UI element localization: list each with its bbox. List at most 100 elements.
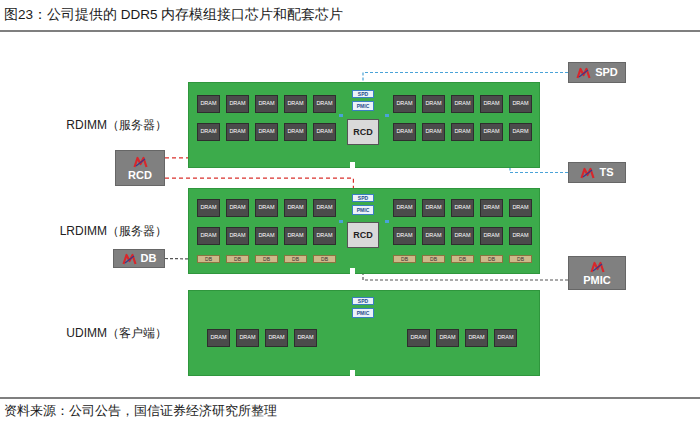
- rule-line: [0, 397, 700, 399]
- db-chip: DB: [422, 255, 445, 263]
- dram-chip: DRAM: [207, 329, 230, 347]
- dram-chip: DRAM: [393, 227, 416, 245]
- chip-label: DRAM: [512, 233, 528, 239]
- dram-chip: DRAM: [480, 199, 503, 217]
- chip-label: DRAM: [287, 205, 303, 211]
- chip-label: DRAM: [454, 205, 470, 211]
- callout-box: PMIC: [568, 256, 626, 290]
- spd-chip: SPD: [352, 90, 374, 98]
- chip-label: DRAM: [200, 205, 216, 211]
- ts-sensor: [385, 220, 389, 223]
- chip-label: DRAM: [210, 335, 226, 341]
- chip-label: DRAM: [497, 335, 513, 341]
- brand-logo: [590, 261, 605, 273]
- chip-label: DRAM: [483, 129, 499, 135]
- logo-stroke: [579, 70, 588, 77]
- dram-chip: DRAM: [451, 123, 474, 141]
- chip-label: SPD: [358, 196, 368, 201]
- dram-chip: DRAM: [255, 95, 278, 113]
- dram-chip: DARM: [509, 123, 532, 141]
- dram-chip: DRAM: [509, 95, 532, 113]
- chip-label: DRAM: [454, 129, 470, 135]
- chip-label: DRAM: [439, 335, 455, 341]
- dram-chip: DRAM: [393, 123, 416, 141]
- chip-label: DRAM: [396, 101, 412, 107]
- pmic-chip: PMIC: [352, 205, 374, 215]
- chip-label: DRAM: [229, 101, 245, 107]
- dram-chip: DRAM: [294, 329, 317, 347]
- chip-label: SPD: [358, 92, 368, 97]
- chip-label: SPD: [595, 67, 618, 78]
- ts-sensor: [339, 220, 343, 223]
- chip-label: DRAM: [297, 335, 313, 341]
- chip-label: PMIC: [357, 208, 370, 213]
- chip-label: DB: [401, 257, 408, 262]
- spd-chip: SPD: [352, 194, 374, 202]
- chip-label: DRAM: [396, 129, 412, 135]
- dram-chip: DRAM: [255, 123, 278, 141]
- chip-label: DB: [263, 257, 270, 262]
- dram-chip: DRAM: [226, 227, 249, 245]
- dram-chip: DRAM: [436, 329, 459, 347]
- chip-label: PMIC: [357, 104, 370, 109]
- chip-label: RCD: [128, 170, 152, 181]
- dram-chip: DRAM: [509, 227, 532, 245]
- dram-chip: DRAM: [480, 227, 503, 245]
- logo-stroke: [136, 159, 145, 166]
- dram-chip: DRAM: [226, 123, 249, 141]
- rcd-chip: RCD: [347, 222, 379, 248]
- chip-label: DB: [459, 257, 466, 262]
- dram-chip: DRAM: [313, 199, 336, 217]
- chip-label: SPD: [358, 299, 368, 304]
- chip-label: DB: [141, 253, 157, 264]
- chip-label: DRAM: [316, 205, 332, 211]
- module-label: UDIMM（客户端）: [66, 326, 167, 340]
- dram-chip: DRAM: [480, 95, 503, 113]
- pmic-chip: PMIC: [352, 308, 374, 318]
- logo-mark: [578, 69, 590, 78]
- dram-chip: DRAM: [313, 227, 336, 245]
- dram-chip: DRAM: [313, 123, 336, 141]
- logo-mark: [582, 169, 594, 178]
- dram-chip: DRAM: [422, 123, 445, 141]
- chip-label: DRAM: [287, 129, 303, 135]
- pmic-chip: PMIC: [352, 101, 374, 111]
- db-chip: DB: [197, 255, 220, 263]
- chip-label: DRAM: [396, 233, 412, 239]
- chip-label: DRAM: [454, 101, 470, 107]
- db-chip: DB: [480, 255, 503, 263]
- dram-chip: DRAM: [284, 123, 307, 141]
- chip-label: DRAM: [200, 101, 216, 107]
- chip-label: DRAM: [483, 233, 499, 239]
- chip-label: DRAM: [425, 129, 441, 135]
- chip-label: DRAM: [483, 101, 499, 107]
- db-chip: DB: [284, 255, 307, 263]
- chip-label: DRAM: [454, 233, 470, 239]
- callout-box: TS: [568, 162, 626, 183]
- dram-chip: DRAM: [451, 227, 474, 245]
- module-label: RDIMM（服务器）: [66, 118, 167, 132]
- chip-label: DB: [488, 257, 495, 262]
- brand-logo: [133, 156, 148, 168]
- chip-label: DRAM: [425, 205, 441, 211]
- db-chip: DB: [393, 255, 416, 263]
- dram-chip: DRAM: [255, 199, 278, 217]
- chip-label: DRAM: [229, 233, 245, 239]
- module-label: LRDIMM（服务器）: [60, 224, 167, 238]
- figure-title: 图23：公司提供的 DDR5 内存模组接口芯片和配套芯片: [4, 7, 343, 23]
- rule-line: [0, 30, 700, 32]
- dram-chip: DRAM: [265, 329, 288, 347]
- chip-label: DARM: [512, 129, 528, 135]
- dram-chip: DRAM: [197, 227, 220, 245]
- ts-sensor: [339, 114, 343, 117]
- dram-chip: DRAM: [465, 329, 488, 347]
- logo-stroke: [125, 256, 134, 263]
- spd-chip: SPD: [352, 297, 374, 305]
- logo-mark: [591, 263, 603, 272]
- memory-module: UDIMM（客户端）SPDPMICDRAMDRAMDRAMDRAMDRAMDRA…: [188, 290, 540, 376]
- chip-label: DRAM: [287, 233, 303, 239]
- db-chip: DB: [313, 255, 336, 263]
- chip-label: DRAM: [425, 101, 441, 107]
- dram-chip: DRAM: [313, 95, 336, 113]
- db-chip: DB: [451, 255, 474, 263]
